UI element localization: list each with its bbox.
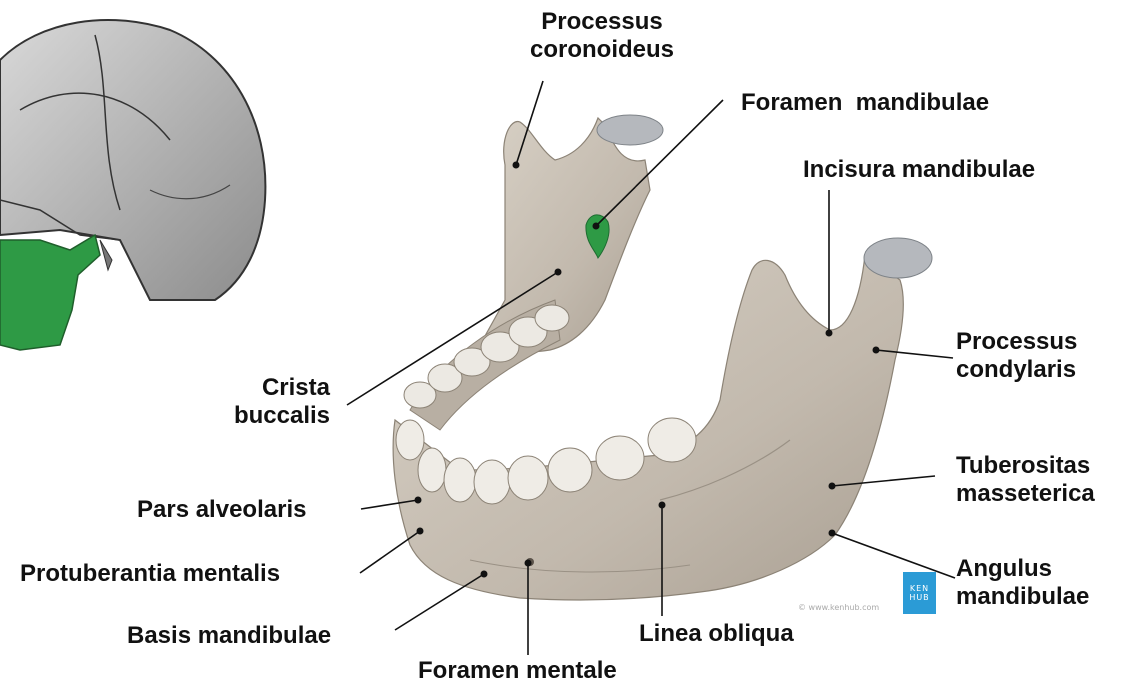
label-basis-mandibulae: Basis mandibulae <box>127 622 331 650</box>
label-protuberantia-mentalis: Protuberantia mentalis <box>20 560 280 588</box>
mandible-body <box>393 255 903 600</box>
label-angulus-mandibulae: Angulus mandibulae <box>956 555 1089 611</box>
label-crista-buccalis: Crista buccalis <box>190 374 330 430</box>
label-pars-alveolaris: Pars alveolaris <box>137 496 306 524</box>
right-condyle-cap <box>864 238 932 278</box>
skull-thumbnail <box>0 20 265 350</box>
skull-mandible-highlight <box>0 235 100 350</box>
kenhub-logo: KEN HUB <box>903 572 936 614</box>
label-processus-condylaris: Processus condylaris <box>956 328 1077 384</box>
label-incisura-mandibulae: Incisura mandibulae <box>803 156 1035 184</box>
leader-angulus-mandibulae <box>832 533 955 578</box>
label-foramen-mandibulae: Foramen mandibulae <box>741 89 989 117</box>
left-condyle-cap <box>597 115 663 145</box>
label-foramen-mentale: Foramen mentale <box>418 657 617 685</box>
leader-protuberantia-mentalis <box>360 531 420 573</box>
teeth-far-row <box>404 305 569 408</box>
label-processus-coronoideus: Processus coronoideus <box>512 8 692 64</box>
label-tuberositas-masseterica: Tuberositas masseterica <box>956 452 1095 508</box>
leader-basis-mandibulae <box>395 574 484 630</box>
label-linea-obliqua: Linea obliqua <box>639 620 794 648</box>
watermark: © www.kenhub.com <box>798 603 879 612</box>
